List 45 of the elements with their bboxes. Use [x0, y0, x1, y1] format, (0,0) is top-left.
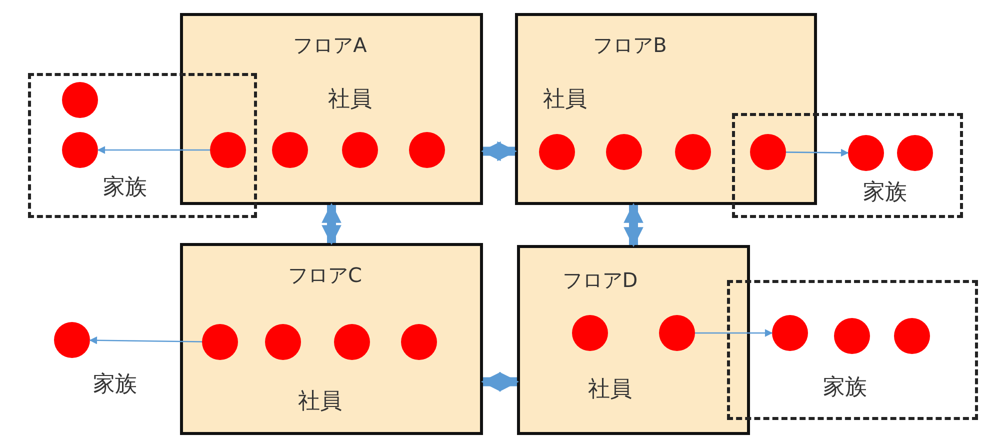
person-dot: [334, 324, 370, 360]
person-dot: [54, 322, 90, 358]
person-dot: [772, 315, 808, 351]
person-dot: [272, 132, 308, 168]
double-arrow: [481, 141, 517, 162]
person-dot: [342, 132, 378, 168]
arrow: [786, 148, 849, 157]
floor-title: フロアA: [293, 35, 367, 55]
double-arrow: [624, 203, 644, 247]
person-dot: [572, 315, 608, 351]
person-dot: [675, 134, 711, 170]
person-dot: [265, 324, 301, 360]
person-dot: [62, 132, 98, 168]
staff-label: 社員: [328, 89, 372, 111]
staff-label: 社員: [543, 89, 587, 111]
person-dot: [401, 324, 437, 360]
floor-title: フロアD: [562, 270, 638, 290]
person-dot: [848, 135, 884, 171]
person-dot: [606, 134, 642, 170]
person-dot: [897, 135, 933, 171]
person-dot: [894, 318, 930, 354]
person-dot: [202, 324, 238, 360]
staff-label: 社員: [298, 391, 342, 413]
family-label: 家族: [103, 177, 147, 199]
family-label: 家族: [823, 377, 867, 399]
floor-box: [180, 13, 483, 205]
person-dot: [62, 82, 98, 118]
arrow: [97, 146, 210, 154]
double-arrow: [322, 203, 342, 245]
family-label: 家族: [863, 182, 907, 204]
family-group-box: [727, 280, 978, 420]
arrow: [89, 336, 202, 344]
family-label: 家族: [93, 374, 137, 396]
person-dot: [834, 318, 870, 354]
person-dot: [659, 315, 695, 351]
floor-box: [517, 245, 750, 435]
staff-label: 社員: [588, 379, 632, 401]
person-dot: [539, 134, 575, 170]
floor-box: [180, 243, 483, 435]
double-arrow: [481, 372, 519, 392]
floor-box: [515, 13, 817, 205]
floor-title: フロアB: [593, 35, 667, 55]
floor-title: フロアC: [288, 265, 362, 285]
arrow: [695, 329, 773, 337]
person-dot: [409, 132, 445, 168]
